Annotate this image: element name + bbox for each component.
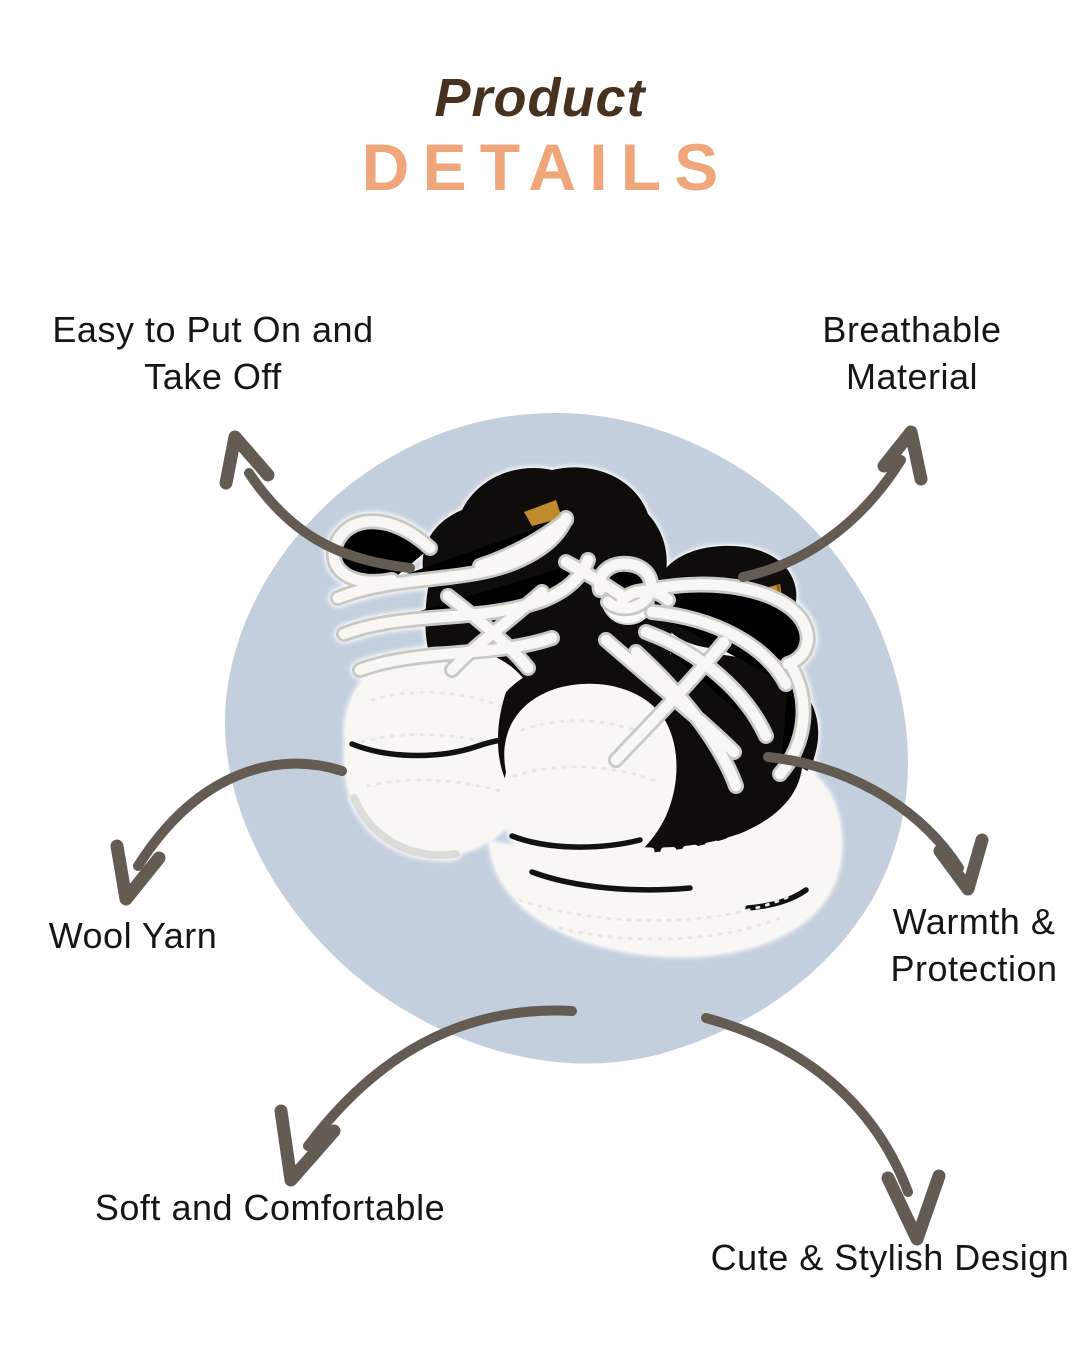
feature-line: Take Off — [144, 356, 282, 397]
feature-line: Material — [845, 356, 979, 397]
feature-line: Warmth & — [892, 901, 1056, 942]
feature-line: Protection — [890, 948, 1058, 989]
feature-label-easy-to-put-on: Easy to Put On and Take Off — [52, 306, 373, 400]
feature-label-warmth-protection: Warmth & Protection — [890, 898, 1057, 992]
right-sole-texture — [518, 894, 792, 923]
feature-line: Soft and Comfortable — [94, 1187, 446, 1228]
left-bootie-tag — [524, 500, 562, 526]
feature-line: Wool Yarn — [48, 915, 218, 956]
right-toe-texture — [512, 765, 660, 784]
right-sole-stripe-short — [745, 887, 809, 911]
curved-arrow-left-icon — [110, 758, 347, 906]
right-sole-stripe — [529, 869, 693, 893]
left-sole-edge — [350, 794, 460, 859]
curved-arrow-top-right-icon — [738, 425, 928, 582]
feature-line: Breathable — [822, 309, 1002, 350]
feature-label-cute-stylish-design: Cute & Stylish Design — [711, 1234, 1070, 1281]
feature-line: Cute & Stylish Design — [710, 1237, 1070, 1278]
curved-arrow-top-left-icon — [219, 430, 415, 573]
curved-arrow-bottom-left-icon — [274, 1005, 577, 1187]
curved-arrow-right-icon — [763, 752, 989, 896]
feature-line: Easy to Put On and — [52, 309, 374, 350]
laces — [334, 518, 808, 786]
feature-label-soft-comfortable: Soft and Comfortable — [95, 1184, 445, 1231]
feature-label-breathable-material: Breathable Material — [822, 306, 1001, 400]
curved-arrow-bottom-right-icon — [701, 1013, 946, 1246]
left-toe-texture — [360, 732, 517, 752]
product-photo-crochet-baby-sneakers — [334, 467, 841, 956]
feature-label-wool-yarn: Wool Yarn — [49, 912, 218, 959]
right-toe-stripe — [509, 833, 643, 850]
